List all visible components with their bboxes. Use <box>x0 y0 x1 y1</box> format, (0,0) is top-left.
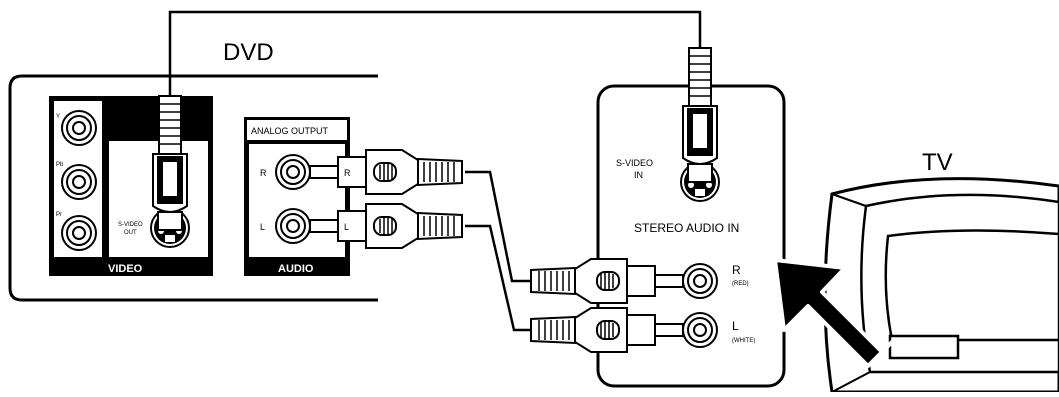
dvd-audio-jack-r <box>275 154 311 190</box>
tv-jack-l-sub: (WHITE) <box>732 338 755 344</box>
dvd-title: DVD <box>223 39 274 66</box>
jack-pb-label: Pb <box>56 162 64 168</box>
audio-cable-r <box>465 170 543 283</box>
pointer-arrow <box>773 258 896 368</box>
svideo-out-label-1: S-VIDEO <box>118 222 143 228</box>
component-jack-pr <box>61 215 97 251</box>
dvd-jack-l-label: L <box>260 222 265 232</box>
svideo-in-label-2: IN <box>634 170 643 180</box>
tv-svideo-plug <box>682 47 718 183</box>
analog-output-label: ANALOG OUTPUT <box>251 126 329 136</box>
tv-set <box>823 177 1059 394</box>
jack-y-label: Y <box>56 114 60 120</box>
dvd-svideo-plug <box>152 95 188 231</box>
video-section-label: VIDEO <box>108 263 143 275</box>
component-jack-y <box>61 110 97 146</box>
tv-title: TV <box>922 149 953 176</box>
tv-audio-jack-r <box>682 263 718 299</box>
audio-section-label: AUDIO <box>278 263 314 275</box>
svideo-in-label-1: S-VIDEO <box>616 158 653 168</box>
dvd-plug-r-label: R <box>344 168 351 178</box>
tv-jack-r-sub: (RED) <box>732 281 749 287</box>
dvd-plug-l-label: L <box>344 222 349 232</box>
dvd-player-body <box>8 74 378 302</box>
svideo-cable <box>168 10 702 96</box>
svideo-out-label-2: OUT <box>124 230 137 236</box>
tv-jack-r-label: R <box>732 263 741 277</box>
tv-audio-jack-l <box>682 312 718 348</box>
audio-panel: ANALOG OUTPUT AUDIO <box>244 117 350 276</box>
stereo-audio-in-label: STEREO AUDIO IN <box>634 221 739 235</box>
audio-cable-l <box>465 224 543 332</box>
jack-pr-label: Pr <box>56 212 62 218</box>
dvd-audio-jack-l <box>275 208 311 244</box>
tv-jack-l-label: L <box>732 319 739 333</box>
dvd-jack-r-label: R <box>260 168 267 178</box>
component-jack-pb <box>61 164 97 200</box>
